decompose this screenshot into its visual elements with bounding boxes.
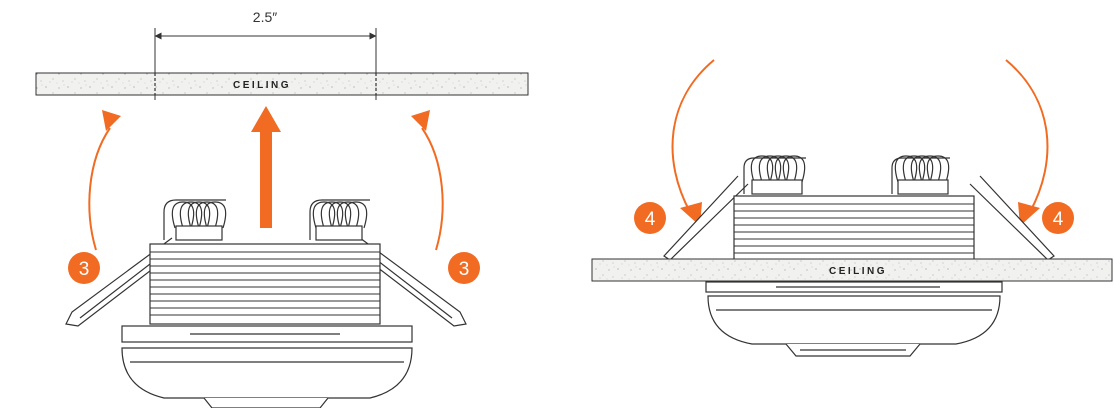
curved-arrow-right-icon — [421, 127, 444, 251]
curved-arrow-down-right-icon — [1005, 59, 1049, 213]
svg-text:3: 3 — [459, 259, 470, 280]
ceiling-slab-right: CEILING — [591, 258, 1113, 282]
left-panel: 2.5″ CEILING — [35, 9, 529, 408]
curved-arrow-down-left-icon — [671, 59, 715, 213]
step-badge-4-right: 4 — [1042, 202, 1074, 234]
svg-text:3: 3 — [79, 259, 90, 280]
spring-left — [163, 199, 227, 241]
sensor-device-right — [663, 155, 1055, 261]
ceiling-label-left: CEILING — [233, 80, 291, 91]
svg-text:4: 4 — [645, 209, 656, 230]
push-up-arrow-icon — [251, 106, 281, 228]
step-badge-4-left: 4 — [634, 202, 666, 234]
step-badge-3-right: 3 — [448, 252, 480, 284]
right-panel: CEILING 4 4 — [591, 59, 1113, 357]
spring-left-mounted — [743, 155, 806, 195]
spring-right-mounted — [891, 155, 950, 195]
sensor-device-left — [65, 199, 467, 408]
step-badge-3-left: 3 — [68, 252, 100, 284]
svg-text:4: 4 — [1053, 209, 1064, 230]
ceiling-slab-left: CEILING — [35, 72, 529, 96]
dimension-label: 2.5″ — [253, 9, 277, 25]
spring-right — [309, 199, 370, 241]
curved-arrow-left-icon — [88, 127, 111, 251]
ceiling-label-right: CEILING — [829, 266, 887, 277]
sensor-dome-right — [705, 281, 1003, 357]
